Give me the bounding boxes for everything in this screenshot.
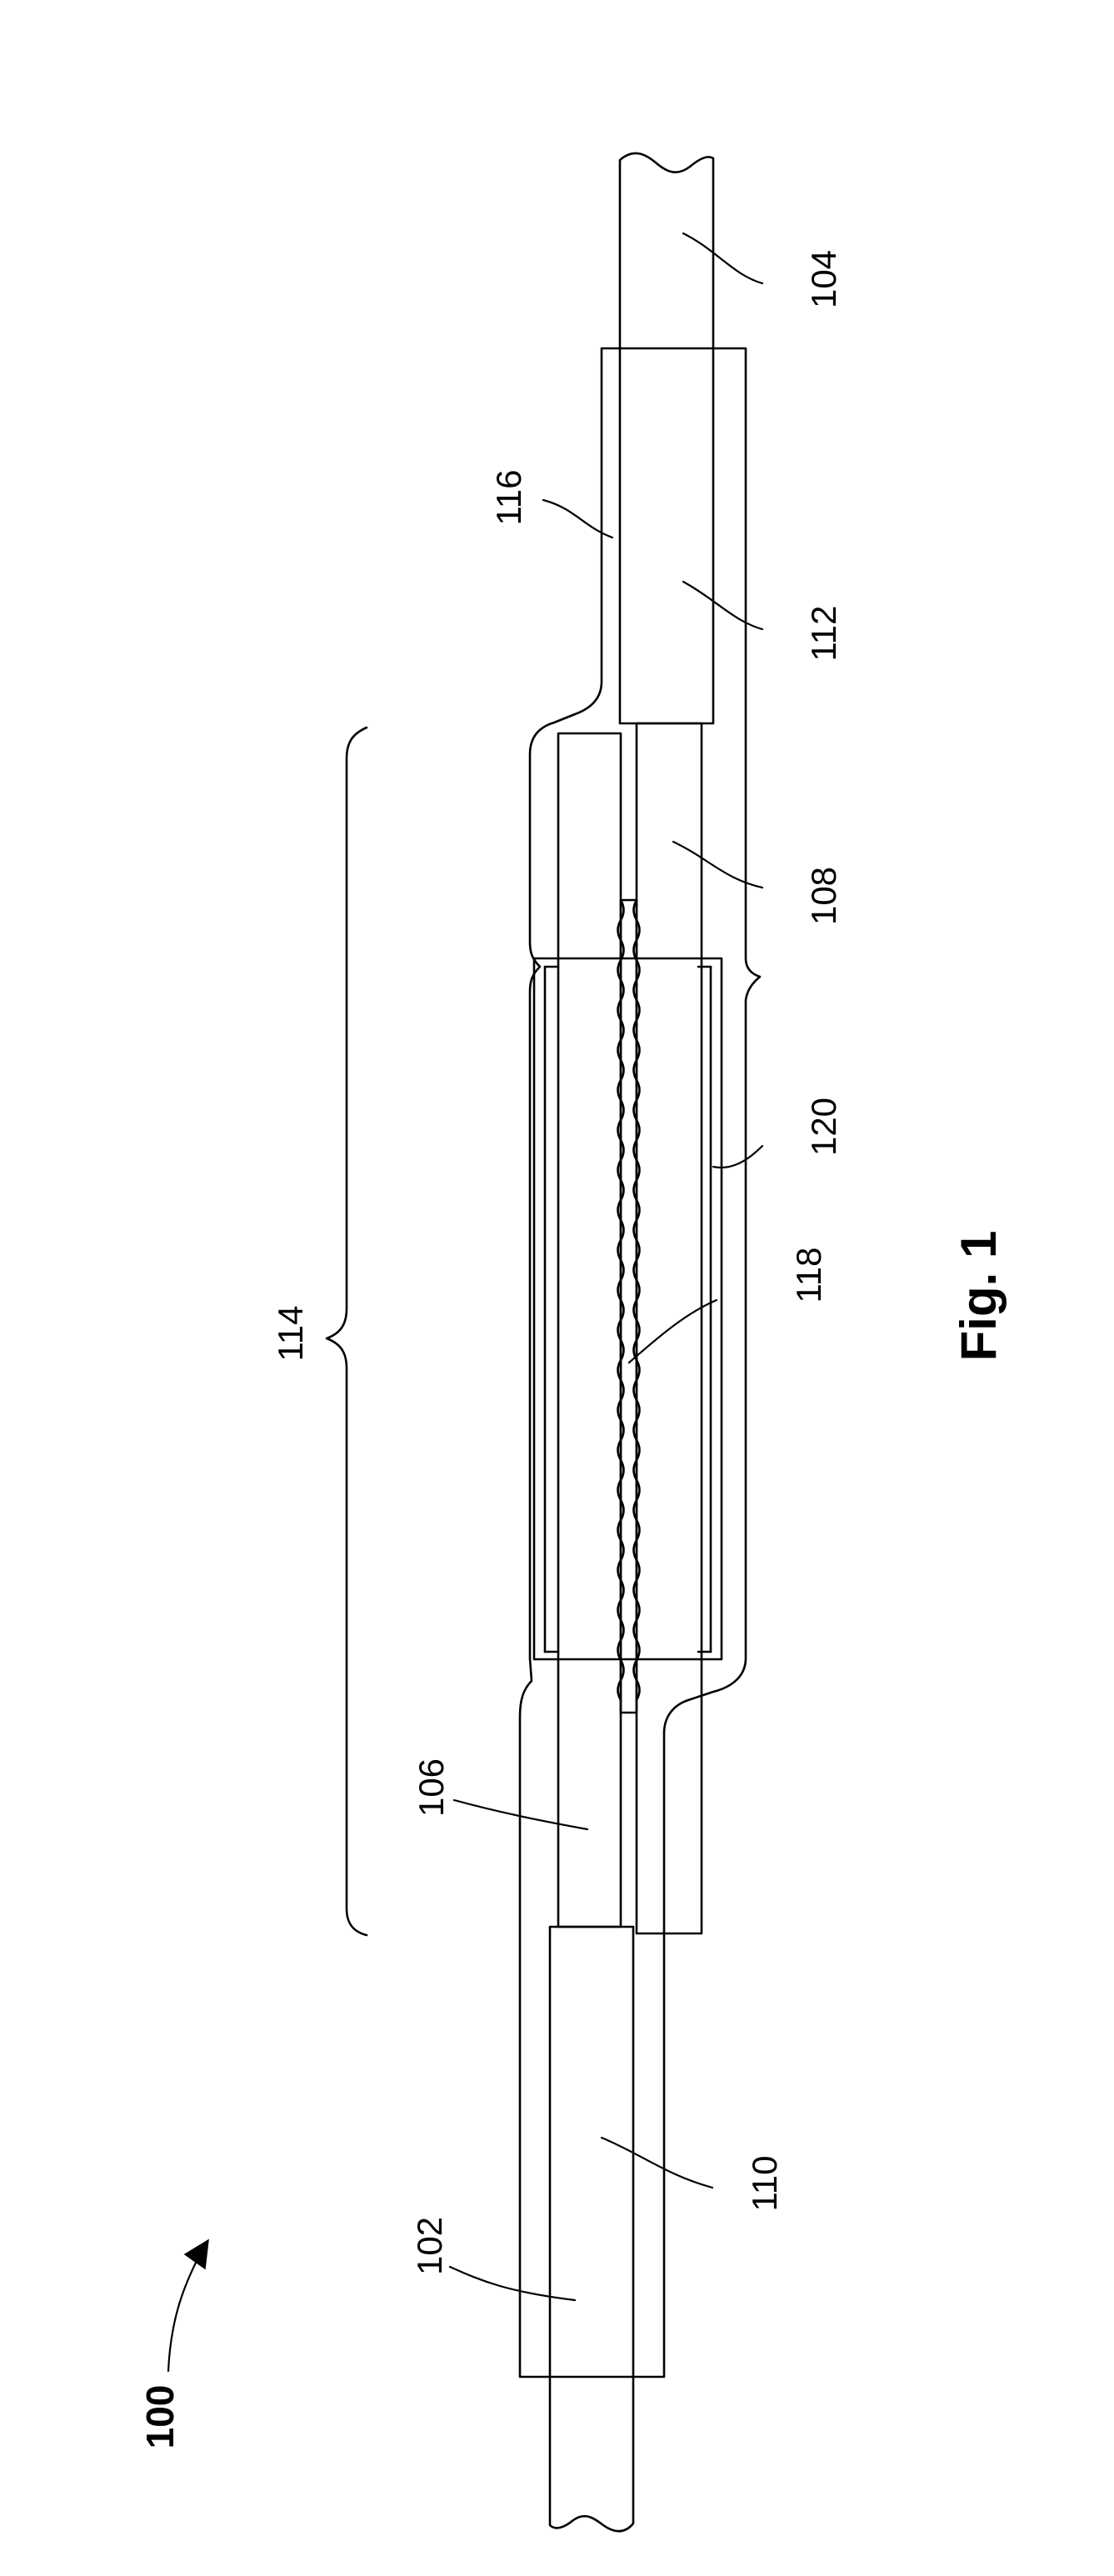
leader-102 — [450, 2267, 575, 2300]
leader-108 — [673, 842, 762, 888]
label-108: 108 — [804, 867, 843, 925]
label-112: 112 — [804, 606, 843, 662]
splice-wave-left — [618, 900, 624, 1700]
coated-fiber-lower — [550, 1927, 633, 2531]
label-100: 100 — [138, 2385, 182, 2449]
figure-title: Fig. 1 — [951, 1231, 1007, 1362]
arrow-100-shaft — [168, 2254, 200, 2371]
label-104: 104 — [804, 250, 843, 308]
label-110: 110 — [745, 2156, 784, 2212]
coated-fiber-upper — [620, 153, 713, 723]
leader-112 — [683, 582, 762, 629]
leader-118 — [629, 1300, 717, 1363]
brace-114 — [327, 728, 367, 1935]
exposed-fiber-left — [558, 733, 621, 1927]
label-116: 116 — [489, 470, 528, 526]
label-102: 102 — [410, 2217, 449, 2275]
label-114: 114 — [271, 1306, 310, 1362]
outer-sleeve-outline — [520, 348, 760, 2377]
label-118: 118 — [789, 1248, 828, 1303]
splice-wave-right — [634, 900, 640, 1700]
label-120: 120 — [804, 1098, 843, 1156]
arrow-100-head — [185, 2240, 208, 2268]
inner-sleeve-outer — [534, 958, 722, 1659]
leader-104 — [683, 233, 762, 283]
label-106: 106 — [412, 1758, 451, 1817]
leader-110 — [602, 2138, 712, 2188]
